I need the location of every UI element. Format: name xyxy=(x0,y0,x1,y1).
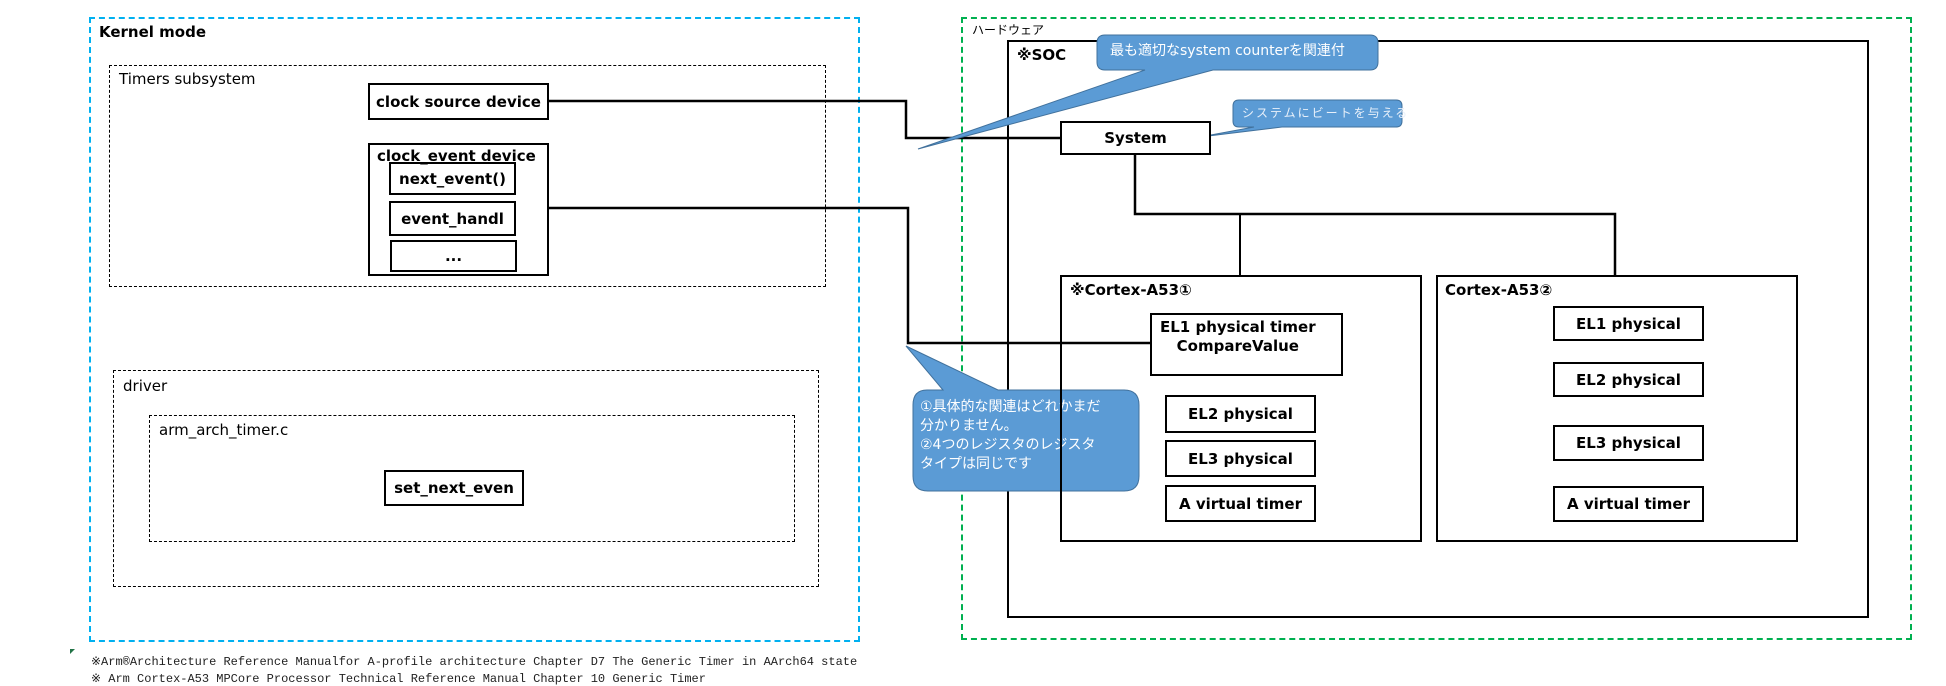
driver-group xyxy=(113,370,819,587)
core1-el1-physical-timer-label: EL1 physical timer CompareValue xyxy=(1160,318,1316,355)
callout-note-line-1: ①具体的な関連はどれかまだ xyxy=(920,399,1101,415)
callout-note-line-4: タイプは同じです xyxy=(920,456,1032,472)
timers-subsystem-title: Timers subsystem xyxy=(119,70,256,88)
timers-subsystem-group xyxy=(109,65,826,287)
comment-indicator-icon xyxy=(70,649,75,654)
system-counter-box[interactable]: System xyxy=(1060,121,1211,155)
next-event-member[interactable]: next_event() xyxy=(389,162,516,195)
callout-associate-counter-text: 最も適切なsystem counterを関連付 xyxy=(1110,43,1345,59)
arm-arch-timer-file-title: arm_arch_timer.c xyxy=(159,421,289,439)
arm-arch-timer-file-group xyxy=(149,415,795,542)
core1-el1-physical-timer[interactable]: EL1 physical timer CompareValue xyxy=(1150,313,1343,376)
callout-system-beat-text: システムにビートを与える xyxy=(1242,106,1410,120)
event-handler-member[interactable]: event_handl xyxy=(389,201,516,236)
callout-note-line-3: ②4つのレジスタのレジスタ xyxy=(920,437,1096,453)
cortex-a53-core-1-title: ※Cortex-A53① xyxy=(1070,281,1192,299)
kernel-mode-title: Kernel mode xyxy=(99,23,206,41)
core2-virtual-timer[interactable]: A virtual timer xyxy=(1553,486,1704,522)
soc-title: ※SOC xyxy=(1017,46,1067,64)
clock-source-device-box[interactable]: clock source device xyxy=(368,83,549,120)
core2-el1-physical-timer[interactable]: EL1 physical xyxy=(1553,306,1704,341)
core1-el3-physical-timer[interactable]: EL3 physical xyxy=(1165,440,1316,477)
clock-event-device-title: clock_event device xyxy=(377,147,536,165)
callout-note-text: ①具体的な関連はどれかまだ 分かりません。 ②4つのレジスタのレジスタ タイプは… xyxy=(920,398,1135,474)
cortex-a53-core-2 xyxy=(1436,275,1798,542)
cortex-a53-core-1 xyxy=(1060,275,1422,542)
core1-el2-physical-timer[interactable]: EL2 physical xyxy=(1165,395,1316,433)
cortex-a53-core-2-title: Cortex-A53② xyxy=(1445,281,1553,299)
set-next-event-function-box[interactable]: set_next_even xyxy=(384,470,524,506)
callout-note-line-2: 分かりません。 xyxy=(920,418,1018,434)
core2-el3-physical-timer[interactable]: EL3 physical xyxy=(1553,425,1704,461)
footnote-2: ※ Arm Cortex-A53 MPCore Processor Techni… xyxy=(91,672,706,686)
footnote-1: ※Arm®Architecture Reference Manualfor A-… xyxy=(91,655,858,669)
hardware-title: ハードウェア xyxy=(972,23,1045,37)
more-members-ellipsis[interactable]: ... xyxy=(390,240,517,272)
core1-virtual-timer[interactable]: A virtual timer xyxy=(1165,485,1316,522)
driver-title: driver xyxy=(123,377,168,395)
core2-el2-physical-timer[interactable]: EL2 physical xyxy=(1553,362,1704,397)
